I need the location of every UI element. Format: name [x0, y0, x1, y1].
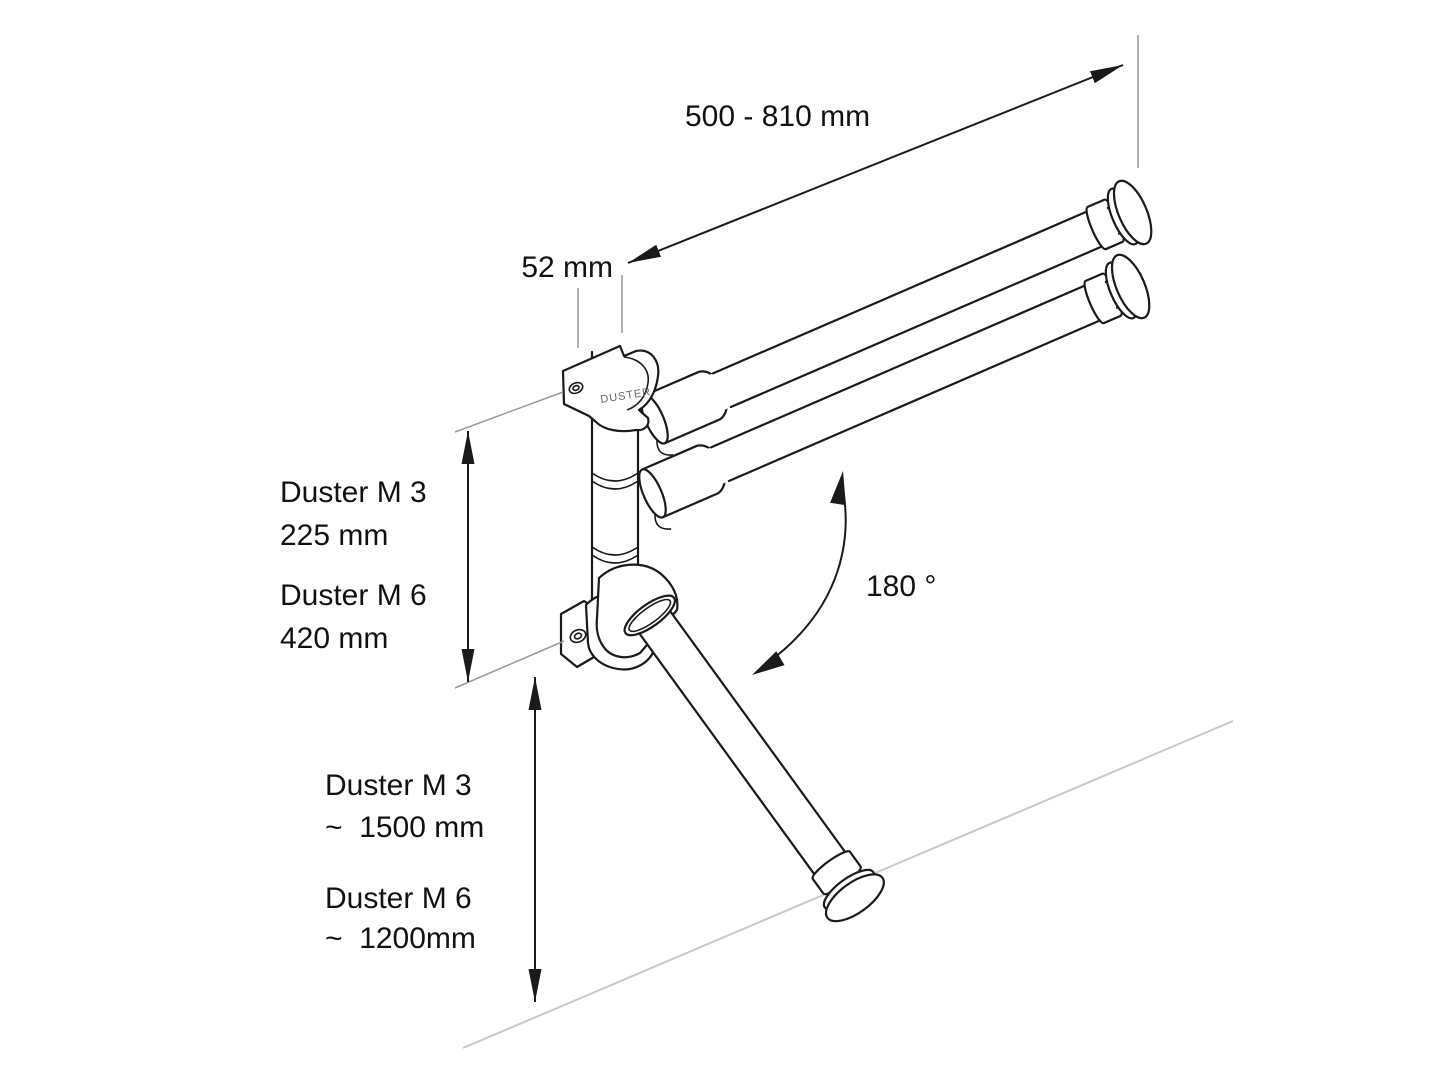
- wall-dim-model-2-label: Duster M 6: [280, 579, 427, 612]
- swing-arm-assembly: [595, 563, 885, 923]
- arm-length-label: 500 - 810 mm: [685, 100, 870, 133]
- height-value-2-label: ~ 1200mm: [325, 922, 476, 955]
- dimension-annotations: 500 - 810 mm 52 mm Duster M 3 225 mm Dus…: [280, 35, 1139, 1002]
- wall-dim-value-2-label: 420 mm: [280, 622, 388, 655]
- swing-angle-arrow-up: [830, 471, 846, 506]
- bracket-depth-label: 52 mm: [521, 251, 613, 284]
- swing-angle-arc: [765, 479, 847, 665]
- swing-angle-arrow-down: [752, 651, 785, 675]
- upper-screw-icon: [568, 381, 584, 395]
- wall-dim-model-1-label: Duster M 3: [280, 476, 427, 509]
- swing-angle-label: 180 °: [866, 570, 936, 603]
- extension-line-bracket-top: [454, 391, 564, 433]
- lower-screw-icon: [569, 628, 587, 644]
- arm-length-dimension-line: [627, 64, 1124, 264]
- upper-wall-bracket: DUSTER: [561, 344, 660, 433]
- height-model-1-label: Duster M 3: [325, 769, 472, 802]
- towel-rail-product-drawing: DUSTER: [559, 174, 1163, 923]
- height-model-2-label: Duster M 6: [325, 882, 472, 915]
- wall-dim-value-1-label: 225 mm: [280, 519, 388, 552]
- height-value-1-label: ~ 1500 mm: [325, 811, 484, 844]
- extension-line-bracket-bottom: [454, 640, 565, 689]
